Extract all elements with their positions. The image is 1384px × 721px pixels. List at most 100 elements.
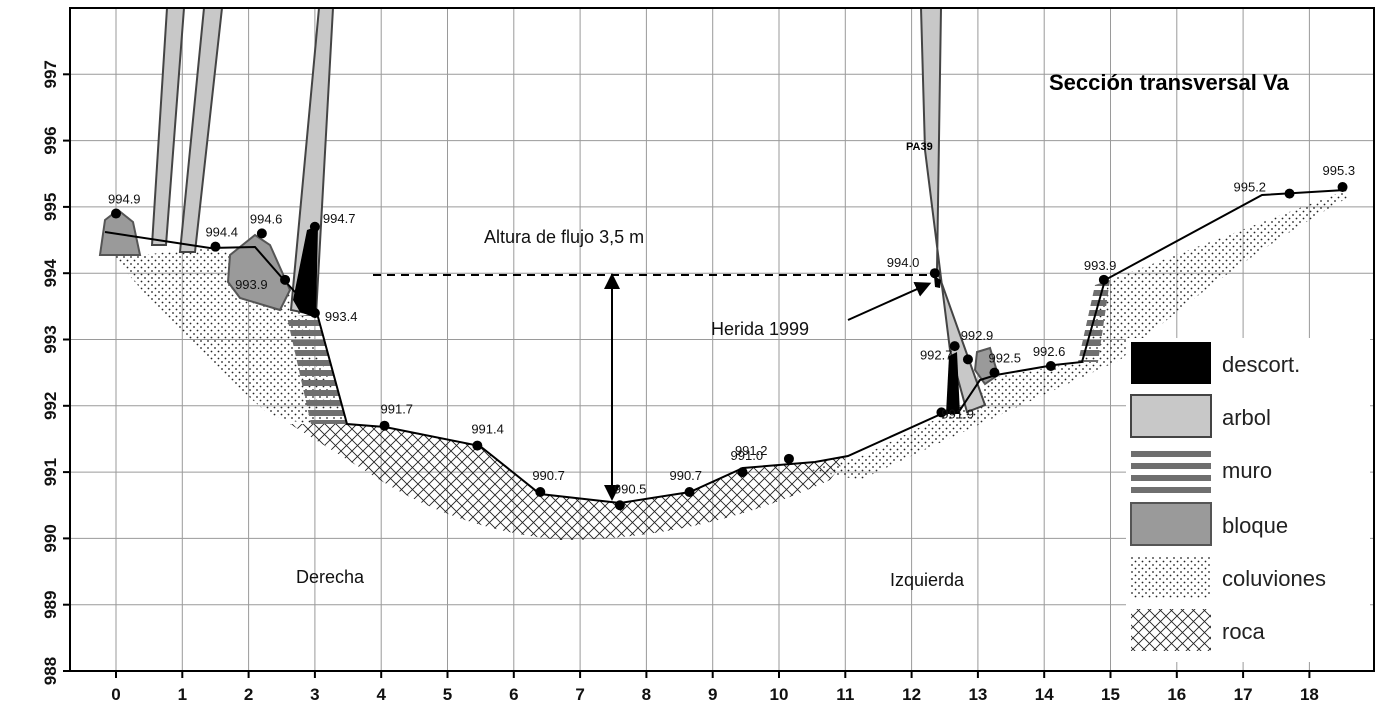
- x-tick-label: 2: [244, 685, 253, 704]
- point-label: 994.4: [205, 225, 238, 240]
- x-tick-label: 15: [1101, 685, 1120, 704]
- legend-swatch-muro: [1131, 451, 1211, 493]
- point-label: 992.6: [1033, 344, 1066, 359]
- survey-point: [309, 221, 320, 232]
- survey-point: [111, 208, 121, 219]
- point-label: 992.5: [988, 351, 1021, 366]
- bloque-2: [226, 233, 292, 312]
- chart-title: Sección transversal Va: [1049, 70, 1289, 95]
- y-tick-label: 997: [41, 60, 60, 88]
- x-tick-label: 5: [443, 685, 452, 704]
- legend-swatch-descort: [1131, 342, 1211, 384]
- x-tick-label: 13: [968, 685, 987, 704]
- point-label: 990.7: [669, 468, 702, 483]
- legend-label-arbol: arbol: [1222, 405, 1271, 430]
- descort-left: [293, 226, 318, 318]
- point-label: 991.9: [941, 406, 974, 421]
- x-tick-label: 11: [836, 685, 854, 704]
- survey-point: [1045, 361, 1056, 372]
- point-label: 990.5: [614, 481, 647, 496]
- survey-points: 994.9994.4994.6993.9994.7993.4991.7991.4…: [108, 163, 1356, 511]
- wound-arrow: [847, 281, 932, 321]
- y-tick-label: 996: [41, 126, 60, 154]
- wound-label: Herida 1999: [711, 319, 809, 339]
- x-tick-label: 0: [111, 685, 120, 704]
- point-label: 993.9: [235, 277, 268, 292]
- y-tick-label: 993: [41, 325, 60, 353]
- survey-point: [535, 486, 546, 497]
- survey-point: [936, 407, 947, 418]
- y-tick-label: 994: [41, 258, 60, 287]
- point-label: 991.7: [381, 402, 414, 417]
- side-label-right: Izquierda: [890, 570, 965, 590]
- roca-bedrock: [290, 424, 848, 540]
- survey-point: [309, 307, 320, 318]
- point-label: 991.2: [735, 443, 768, 458]
- survey-point: [280, 274, 291, 285]
- x-tick-label: 3: [310, 685, 319, 704]
- x-tick-label: 14: [1035, 685, 1054, 704]
- point-label: 993.4: [325, 309, 358, 324]
- side-label-left: Derecha: [296, 567, 365, 587]
- survey-point: [989, 367, 1000, 378]
- muro-left: [287, 314, 347, 424]
- survey-point: [949, 341, 960, 352]
- x-tick-label: 8: [642, 685, 651, 704]
- x-tick-label: 16: [1167, 685, 1186, 704]
- descort-right: [946, 352, 960, 414]
- survey-point: [614, 500, 625, 511]
- x-tick-label: 6: [509, 685, 518, 704]
- survey-point: [1098, 274, 1109, 285]
- x-tick-label: 9: [708, 685, 717, 704]
- survey-point: [379, 420, 390, 431]
- x-tick-label: 18: [1300, 685, 1319, 704]
- x-tick-label: 17: [1234, 685, 1253, 704]
- legend-background: [1126, 338, 1370, 662]
- y-tick-label: 991: [41, 458, 60, 486]
- legend: descort. arbol muro bloque coluviones ro…: [1126, 338, 1370, 662]
- survey-point: [210, 241, 221, 252]
- legend-swatch-arbol: [1130, 394, 1212, 438]
- point-label: 995.2: [1234, 180, 1267, 195]
- y-tick-label: 989: [41, 591, 60, 619]
- survey-point: [684, 486, 695, 497]
- point-label: 990.7: [532, 468, 565, 483]
- x-tick-label: 10: [770, 685, 789, 704]
- legend-swatch-roca: [1131, 609, 1211, 651]
- y-tick-label: 992: [41, 392, 60, 420]
- survey-point: [1284, 188, 1295, 199]
- point-label: 992.9: [961, 328, 994, 343]
- survey-point: [783, 453, 794, 464]
- point-label: 994.6: [250, 211, 283, 226]
- legend-swatch-coluviones: [1131, 556, 1211, 598]
- coluviones-right: [810, 190, 1347, 480]
- flow-height-label: Altura de flujo 3,5 m: [484, 227, 644, 247]
- survey-point: [929, 268, 940, 279]
- y-tick-label: 988: [41, 657, 60, 685]
- point-label: 991.0: [731, 448, 764, 463]
- x-tick-label: 12: [902, 685, 921, 704]
- legend-label-bloque: bloque: [1222, 513, 1288, 538]
- legend-label-coluviones: coluviones: [1222, 566, 1326, 591]
- point-label: 995.3: [1323, 163, 1356, 178]
- plot-frame: [69, 7, 1375, 672]
- x-tick-label: 1: [178, 685, 187, 704]
- y-tick-label: 995: [41, 193, 60, 221]
- point-label: 994.9: [108, 192, 141, 207]
- legend-swatch-bloque: [1130, 502, 1212, 546]
- survey-point: [962, 354, 973, 365]
- tree-id-label: PA39: [906, 141, 933, 153]
- legend-label-descort: descort.: [1222, 352, 1300, 377]
- point-label: 992.7: [920, 347, 953, 362]
- point-label: 994.7: [323, 211, 356, 226]
- x-tick-label: 7: [575, 685, 584, 704]
- x-tick-label: 4: [376, 685, 386, 704]
- legend-label-roca: roca: [1222, 619, 1266, 644]
- survey-point: [1337, 182, 1348, 193]
- point-label: 993.9: [1084, 258, 1117, 273]
- point-label: 994.0: [887, 255, 920, 270]
- arbol-pa39: [919, 7, 987, 414]
